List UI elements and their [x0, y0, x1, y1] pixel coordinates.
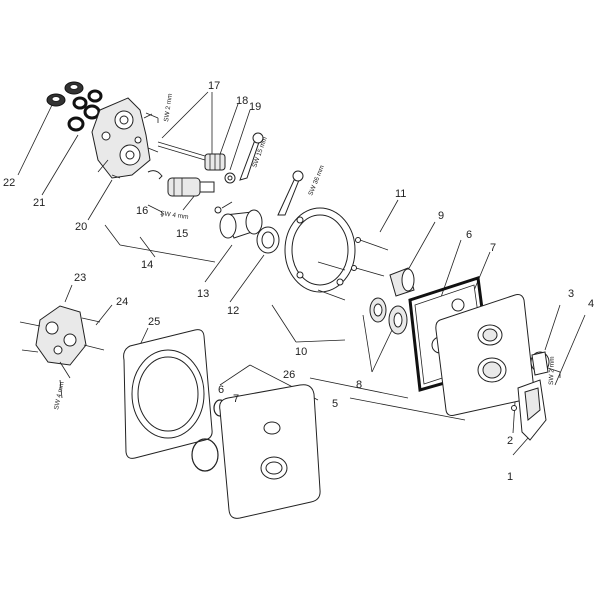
callout-23: 23	[74, 272, 86, 284]
leader-lines	[17, 91, 586, 456]
part-22-caps	[46, 81, 84, 107]
part-3-4-handle	[511, 351, 561, 441]
callout-2: 2	[507, 435, 513, 447]
tool-note-sw4-mid: SW 4 mm	[160, 210, 189, 221]
tool-wrenches	[145, 112, 304, 217]
callout-1: 1	[507, 471, 513, 483]
callout-6: 6	[466, 229, 472, 241]
tool-note-sw2-right: SW 2 mm	[548, 356, 556, 385]
tool-note-sw2-top: SW 2 mm	[163, 93, 174, 122]
callout-6b: 6	[218, 384, 224, 396]
callout-19: 19	[249, 101, 261, 113]
callout-5: 5	[332, 398, 338, 410]
part-23-24-rough-in	[19, 305, 105, 399]
tool-note-sw4-left: SW 4 mm	[53, 381, 66, 410]
callout-7b: 7	[233, 393, 239, 405]
tool-note-sw36: SW 36 mm	[307, 164, 326, 196]
part-11-screws	[351, 237, 389, 277]
part-20-valve-body	[91, 97, 159, 179]
part-12-ring	[256, 226, 280, 254]
callout-25: 25	[148, 316, 160, 328]
callout-20: 20	[75, 221, 87, 233]
callout-10: 10	[295, 346, 307, 358]
callout-24: 24	[116, 296, 128, 308]
callout-labels: 1 2 3 4 5 6 7 8 9 10 11 12 13 14 15 16 1…	[3, 80, 594, 483]
part-10-mounting-plate	[284, 207, 356, 301]
callout-16: 16	[136, 205, 148, 217]
callout-11: 11	[395, 188, 406, 200]
callout-8: 8	[356, 379, 362, 391]
callout-26: 26	[283, 369, 295, 381]
part-8-adapters	[369, 297, 408, 335]
callout-9: 9	[438, 210, 444, 222]
callout-13: 13	[197, 288, 209, 300]
callout-3: 3	[568, 288, 574, 300]
callout-14: 14	[141, 259, 153, 271]
part-9-knob-cylinder	[389, 267, 415, 297]
callout-18: 18	[236, 95, 248, 107]
callout-22: 22	[3, 177, 15, 189]
part-17-19-cartridge	[147, 141, 236, 184]
part-16-diverter	[167, 177, 233, 214]
callout-7: 7	[490, 242, 496, 254]
callout-17: 17	[208, 80, 220, 92]
callout-12: 12	[227, 305, 239, 317]
part-21-orings	[67, 89, 103, 132]
part-25-square-frame	[123, 329, 213, 459]
part-5-faceplate	[435, 294, 535, 416]
part-26-faceplate	[219, 384, 321, 519]
callout-15: 15	[176, 228, 188, 240]
part-13-sleeve	[219, 209, 263, 239]
callout-21: 21	[33, 197, 45, 209]
callout-4: 4	[588, 298, 594, 310]
